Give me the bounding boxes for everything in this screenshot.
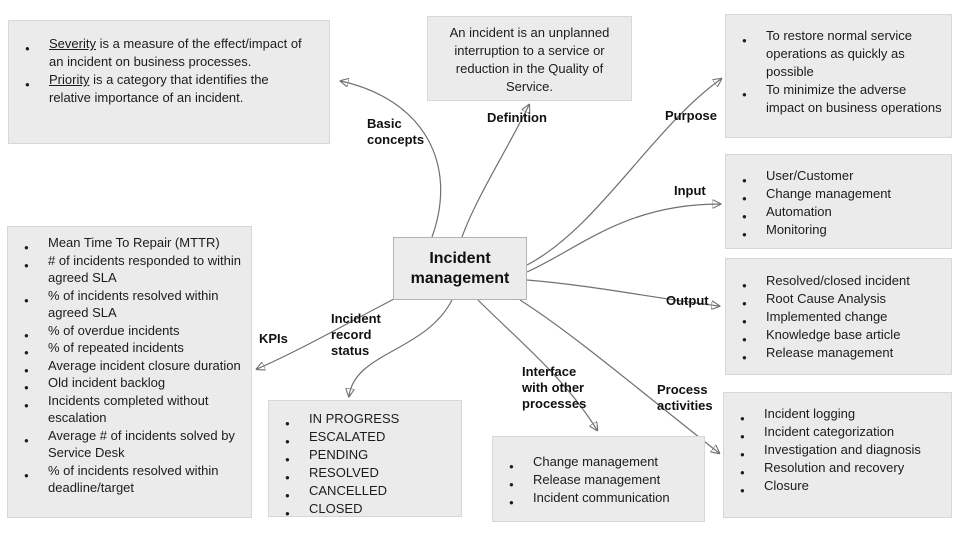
term-severity: Severity bbox=[49, 36, 96, 51]
bullet-item: % of repeated incidents bbox=[22, 339, 245, 361]
bullet-item: Severity is a measure of the effect/impa… bbox=[23, 35, 303, 71]
edge-label-kpis: KPIs bbox=[259, 331, 288, 346]
bullet-item: Average incident closure duration bbox=[22, 357, 245, 379]
bullet-item: Change management bbox=[740, 185, 943, 208]
bullet-item: CANCELLED bbox=[283, 482, 453, 505]
bullet-item: Closure bbox=[738, 477, 927, 500]
bullet-item: Implemented change bbox=[740, 308, 943, 331]
edge-label-definition: Definition bbox=[487, 110, 547, 125]
bullet-item: IN PROGRESS bbox=[283, 410, 453, 433]
bullet-item: Incident logging bbox=[738, 405, 927, 428]
bullet-item: % of incidents resolved within agreed SL… bbox=[22, 287, 245, 322]
edge-label-output: Output bbox=[666, 293, 709, 308]
box-input: User/CustomerChange managementAutomation… bbox=[725, 154, 952, 249]
bullet-item: % of overdue incidents bbox=[22, 322, 245, 344]
bullet-item: Knowledge base article bbox=[740, 326, 943, 349]
bullet-item: # of incidents responded to within agree… bbox=[22, 252, 245, 287]
edge-label-purpose: Purpose bbox=[665, 108, 718, 123]
box-interface: Change managementRelease managementIncid… bbox=[492, 436, 705, 522]
term-priority-definition: is a category that identifies the relati… bbox=[49, 72, 269, 105]
bullet-item: ESCALATED bbox=[283, 428, 453, 451]
edge-basic-concepts bbox=[341, 81, 442, 238]
bullet-item: Incident categorization bbox=[738, 423, 927, 446]
term-priority: Priority bbox=[49, 72, 90, 87]
bullet-item: Old incident backlog bbox=[22, 374, 245, 396]
edge-label-incident-record-status: Incident record status bbox=[331, 311, 381, 358]
box-definition: An incident is an unplanned interruption… bbox=[427, 16, 632, 101]
box-kpis: Mean Time To Repair (MTTR)# of incidents… bbox=[7, 226, 252, 518]
box-basic-concepts: Severity is a measure of the effect/impa… bbox=[8, 20, 330, 144]
edge-label-process-activities: Process activities bbox=[657, 382, 713, 413]
bullet-item: Release management bbox=[507, 471, 696, 494]
center-node-incident-management: Incident management bbox=[393, 237, 527, 300]
bullet-item: Priority is a category that identifies t… bbox=[23, 71, 303, 107]
bullet-item: To restore normal service operations as … bbox=[740, 27, 943, 81]
edge-label-interface: Interface with other processes bbox=[522, 364, 587, 411]
bullet-item: Investigation and diagnosis bbox=[738, 441, 927, 464]
edge-label-basic-concepts: Basic concepts bbox=[367, 116, 425, 147]
bullet-item: Resolution and recovery bbox=[738, 459, 927, 482]
edge-purpose bbox=[526, 79, 721, 266]
bullet-item: Resolved/closed incident bbox=[740, 272, 943, 295]
box-process-activities: Incident loggingIncident categorizationI… bbox=[723, 392, 952, 518]
bullet-item: CLOSED bbox=[283, 500, 453, 523]
bullet-item: Change management bbox=[507, 453, 696, 476]
definition-text: An incident is an unplanned interruption… bbox=[449, 25, 610, 94]
term-severity-definition: is a measure of the effect/impact of an … bbox=[49, 36, 302, 69]
bullet-item: Average # of incidents solved by Service… bbox=[22, 427, 245, 462]
edge-input bbox=[526, 204, 720, 273]
bullet-item: Root Cause Analysis bbox=[740, 290, 943, 313]
edge-label-input: Input bbox=[674, 183, 706, 198]
bullet-item: PENDING bbox=[283, 446, 453, 469]
box-incident-record-status: IN PROGRESSESCALATEDPENDINGRESOLVEDCANCE… bbox=[268, 400, 462, 523]
center-node-title: Incident management bbox=[410, 249, 510, 287]
bullet-item: Incidents completed without escalation bbox=[22, 392, 245, 427]
box-output: Resolved/closed incidentRoot Cause Analy… bbox=[725, 258, 952, 375]
bullet-item: Mean Time To Repair (MTTR) bbox=[22, 234, 245, 256]
bullet-item: % of incidents resolved within deadline/… bbox=[22, 462, 245, 497]
bullet-item: RESOLVED bbox=[283, 464, 453, 487]
bullet-item: Incident communication bbox=[507, 489, 696, 512]
box-purpose: To restore normal service operations as … bbox=[725, 14, 952, 138]
bullet-item: Monitoring bbox=[740, 221, 943, 244]
bullet-item: Release management bbox=[740, 344, 943, 367]
bullet-item: Automation bbox=[740, 203, 943, 226]
bullet-item: To minimize the adverse impact on busine… bbox=[740, 81, 943, 117]
bullet-item: User/Customer bbox=[740, 167, 943, 190]
